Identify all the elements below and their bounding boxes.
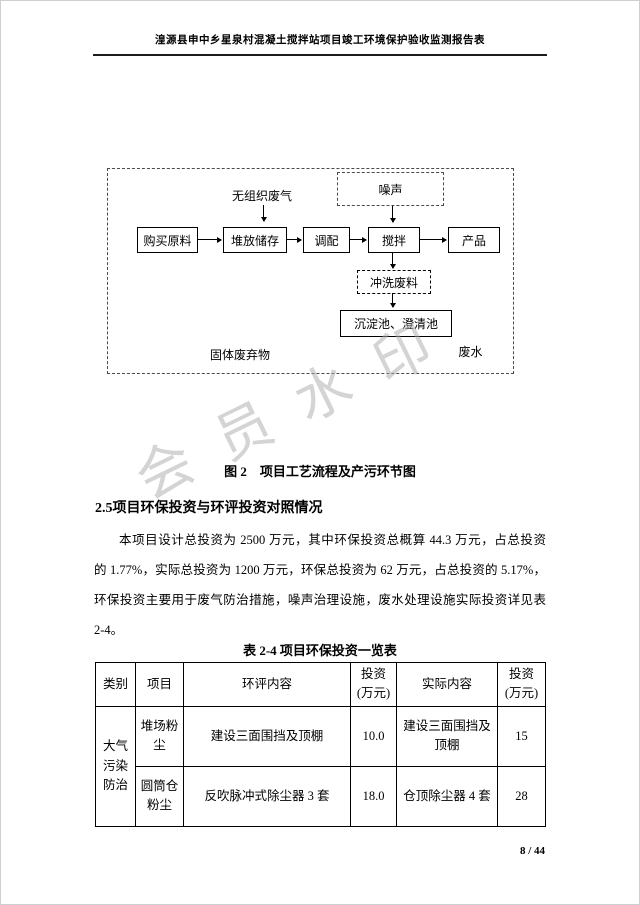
- paragraph-line: 的 1.77%，实际总投资为 1200 万元，环保总投资为 62 万元，占总投资…: [94, 563, 546, 577]
- flow-node-storage: 堆放储存: [223, 227, 287, 253]
- col-header-category: 类别: [95, 662, 136, 707]
- flow-arrow-mix-to-washwaste: [389, 252, 396, 269]
- cell-item: 圆筒仓粉尘: [135, 765, 184, 827]
- table-row: 大气 污染 防治 堆场粉尘 建设三面围挡及顶棚 10.0 建设三面围挡及顶棚 1…: [95, 705, 546, 827]
- table-header-row: 类别 项目 环评内容 投资 (万元) 实际内容 投资 (万元): [95, 662, 546, 707]
- cell-category: 大气 污染 防治: [95, 705, 136, 827]
- flow-arrow-noise-to-mix: [389, 206, 396, 223]
- cell-eia-cost: 18.0: [350, 765, 397, 827]
- cell-actual-cost: 28: [497, 765, 546, 827]
- flow-arrow-mix-product: [419, 236, 447, 243]
- col-header-item: 项目: [135, 662, 184, 707]
- flow-label-wastewater: 废水: [458, 345, 483, 359]
- col-header-actual-content: 实际内容: [396, 662, 498, 707]
- col-header-actual-cost: 投资 (万元): [497, 662, 546, 707]
- cell-actual-cost: 15: [497, 705, 546, 767]
- flow-arrow-fugitive-gas-down: [260, 205, 267, 222]
- flow-node-wash-waste: 冲洗废料: [357, 270, 431, 294]
- flow-noise-dashed-box: 噪声: [337, 172, 444, 206]
- flow-label-fugitive-gas: 无组织废气: [231, 189, 292, 203]
- flow-arrow-purchase-storage: [197, 236, 222, 243]
- page-number: 8 / 44: [519, 845, 545, 857]
- flow-node-purchase: 购买原料: [137, 227, 198, 253]
- cell-actual-content: 建设三面围挡及顶棚: [396, 705, 498, 767]
- flow-node-product: 产品: [448, 227, 500, 253]
- header-divider: [93, 54, 547, 56]
- col-header-eia-cost: 投资 (万元): [350, 662, 397, 707]
- section-heading: 2.5项目环保投资与环评投资对照情况: [95, 501, 323, 516]
- cell-actual-content: 仓顶除尘器 4 套: [396, 765, 498, 827]
- flow-arrow-blend-mix: [349, 236, 367, 243]
- cell-eia-cost: 10.0: [350, 705, 397, 767]
- cell-eia-content: 反吹脉冲式除尘器 3 套: [183, 765, 351, 827]
- flow-boundary-dashed-region: [107, 168, 514, 374]
- cell-eia-content: 建设三面围挡及顶棚: [183, 705, 351, 767]
- flow-arrow-washwaste-to-sediment: [389, 293, 396, 308]
- investment-table: 类别 项目 环评内容 投资 (万元) 实际内容 投资 (万元) 大气 污染 防治…: [95, 662, 546, 827]
- paragraph-line: 本项目设计总投资为 2500 万元，其中环保投资总概算 44.3 万元，占总投资: [119, 533, 546, 547]
- paragraph-line: 2-4。: [94, 623, 124, 637]
- flow-node-blend: 调配: [303, 227, 350, 253]
- figure-caption: 图 2 项目工艺流程及产污环节图: [224, 464, 416, 479]
- flow-node-mix: 搅拌: [368, 227, 420, 253]
- flow-node-sediment-tank: 沉淀池、澄清池: [340, 310, 452, 337]
- body-paragraph: 本项目设计总投资为 2500 万元，其中环保投资总概算 44.3 万元，占总投资…: [94, 525, 546, 645]
- paragraph-line: 环保投资主要用于废气防治措施，噪声治理设施，废水处理设施实际投资详见表: [94, 593, 546, 607]
- table-title: 表 2-4 项目环保投资一览表: [243, 643, 397, 658]
- table-row: 圆筒仓粉尘 反吹脉冲式除尘器 3 套 18.0 仓顶除尘器 4 套 28: [96, 765, 546, 827]
- flow-arrow-storage-blend: [286, 236, 302, 243]
- flow-label-solid-waste: 固体废弃物: [209, 348, 270, 362]
- cell-item: 堆场粉尘: [135, 705, 184, 767]
- col-header-eia-content: 环评内容: [183, 662, 351, 707]
- document-header-title: 湟源县申中乡星泉村混凝土搅拌站项目竣工环境保护验收监测报告表: [155, 35, 485, 46]
- process-flow-diagram: 噪声 无组织废气 购买原料 堆放储存 调配 搅拌 产品 冲洗废料 沉淀池、澄清池…: [95, 160, 545, 388]
